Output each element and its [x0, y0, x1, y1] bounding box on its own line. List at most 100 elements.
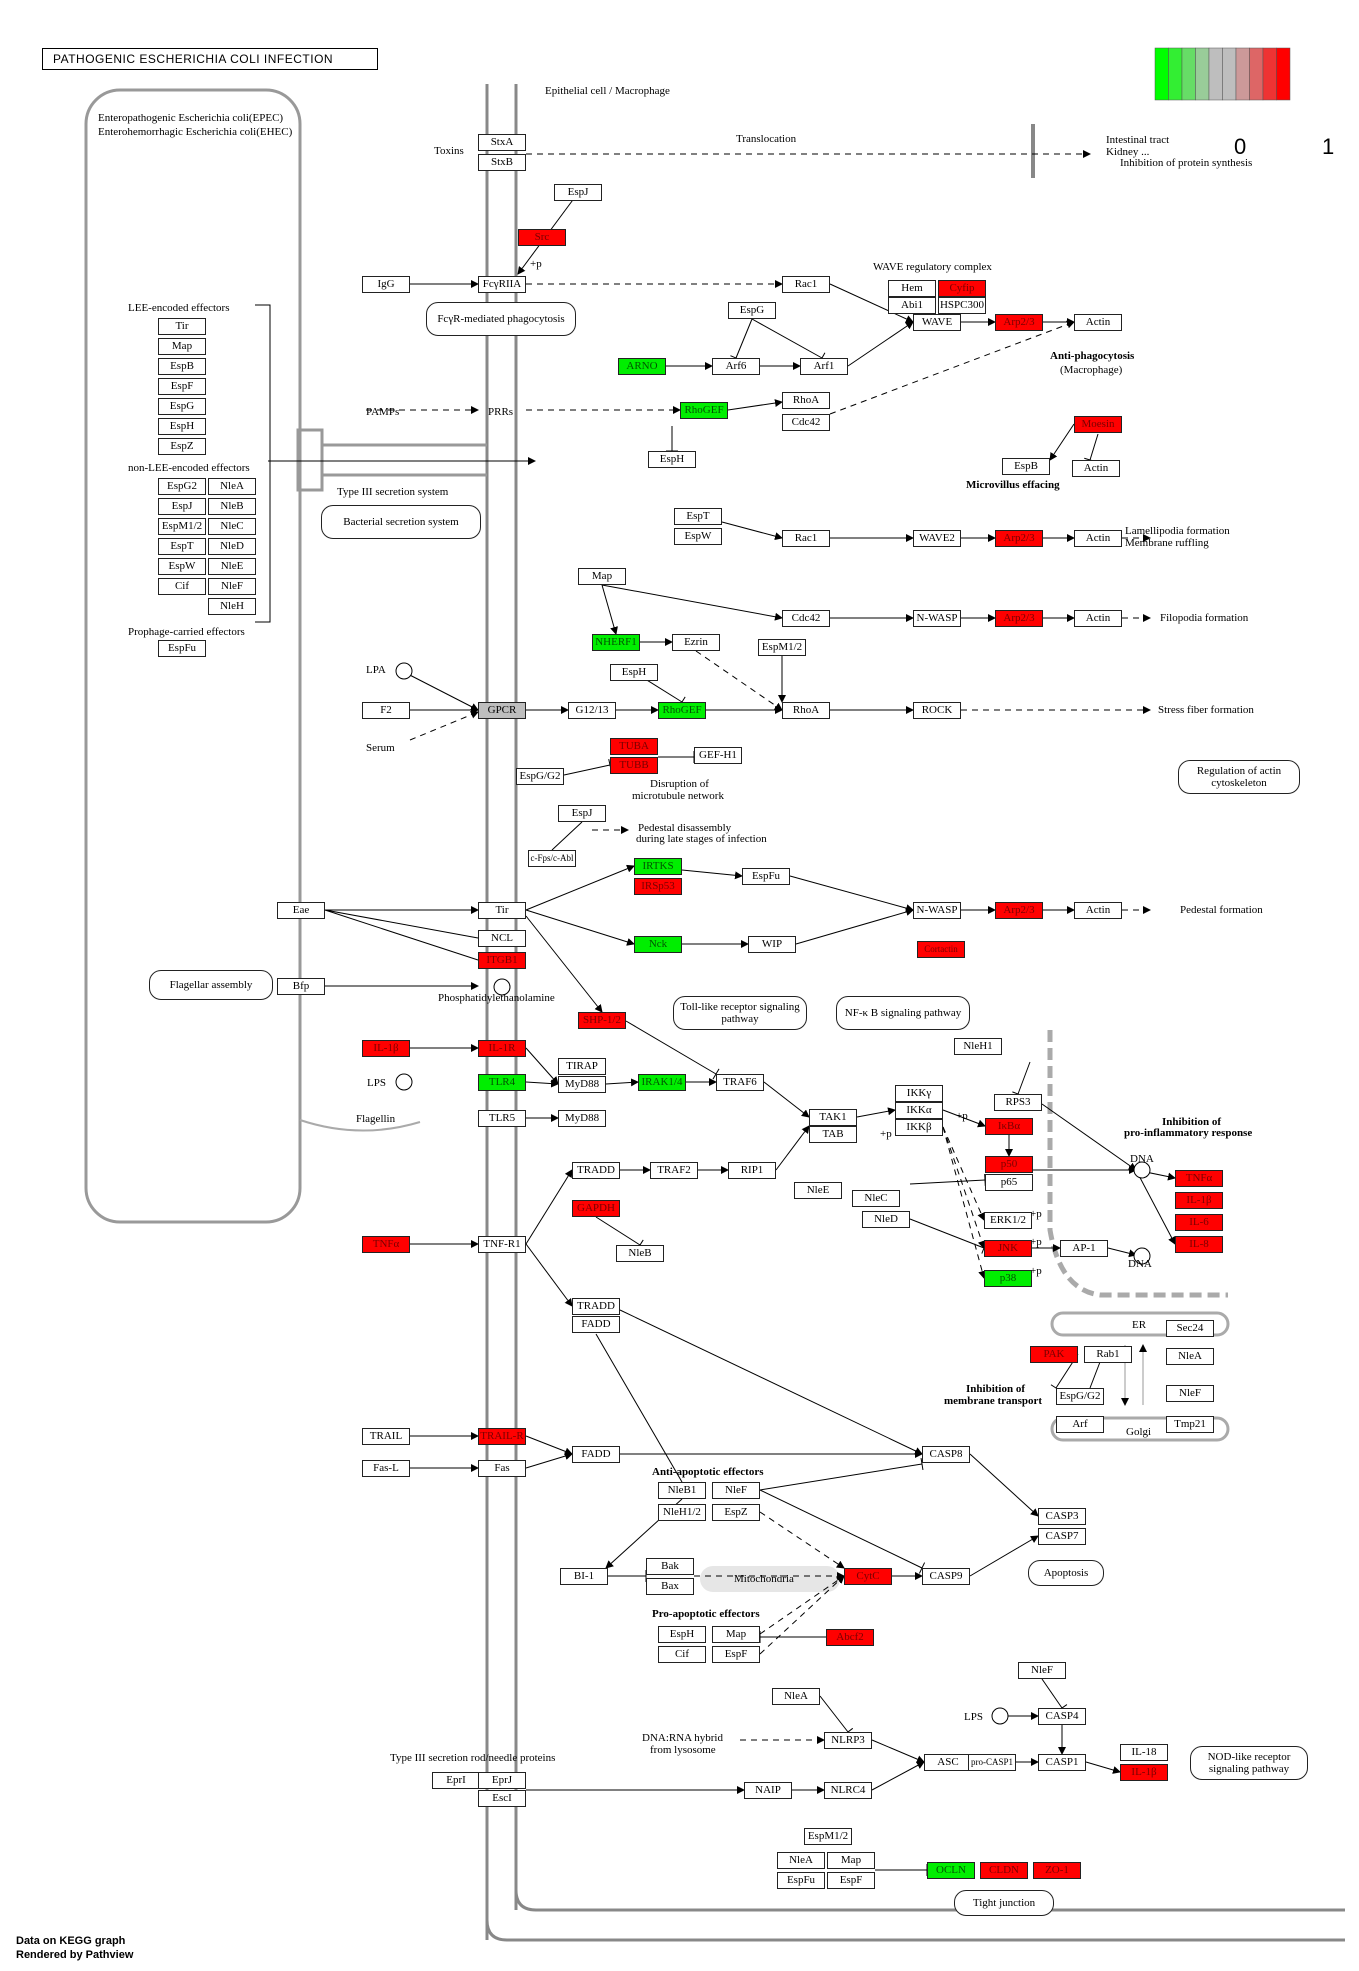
gene-node-espw1[interactable]: EspW	[158, 558, 206, 575]
gene-node-nled1[interactable]: NleD	[208, 538, 256, 555]
gene-node-bfp[interactable]: Bfp	[277, 978, 325, 995]
pathway-link-nod[interactable]: NOD-like receptor signaling pathway	[1190, 1746, 1308, 1780]
gene-node-map1[interactable]: Map	[158, 338, 206, 355]
gene-node-espw2[interactable]: EspW	[674, 528, 722, 545]
gene-node-sec24[interactable]: Sec24	[1166, 1320, 1214, 1337]
gene-node-arp23c[interactable]: Arp2/3	[995, 610, 1043, 627]
gene-node-il1b2[interactable]: IL-1β	[1175, 1192, 1223, 1209]
gene-node-hspc300[interactable]: HSPC300	[938, 297, 986, 314]
gene-node-nled2[interactable]: NleD	[862, 1211, 910, 1228]
gene-node-casp9[interactable]: CASP9	[922, 1568, 970, 1585]
gene-node-igg[interactable]: IgG	[362, 276, 410, 293]
gene-node-casp7[interactable]: CASP7	[1038, 1528, 1086, 1545]
gene-node-nlec1[interactable]: NleC	[208, 518, 256, 535]
gene-node-nlef2[interactable]: NleF	[1166, 1385, 1214, 1402]
gene-node-il1b1[interactable]: IL-1β	[362, 1040, 410, 1057]
gene-node-stxb[interactable]: StxB	[478, 154, 526, 171]
gene-node-fadd2[interactable]: FADD	[572, 1446, 620, 1463]
gene-node-irsp53[interactable]: IRSp53	[634, 878, 682, 895]
gene-node-asc[interactable]: ASC	[924, 1754, 972, 1771]
gene-node-arp23b[interactable]: Arp2/3	[995, 530, 1043, 547]
gene-node-tmp21[interactable]: Tmp21	[1166, 1416, 1214, 1433]
gene-node-fas[interactable]: Fas	[478, 1460, 526, 1477]
gene-node-irtks[interactable]: IRTKS	[634, 858, 682, 875]
gene-node-espfu3[interactable]: EspFu	[777, 1872, 825, 1889]
gene-node-zo1[interactable]: ZO-1	[1033, 1862, 1081, 1879]
gene-node-wip[interactable]: WIP	[748, 936, 796, 953]
gene-node-pak[interactable]: PAK	[1030, 1346, 1078, 1363]
gene-node-cif1[interactable]: Cif	[158, 578, 206, 595]
gene-node-procasp1[interactable]: pro-CASP1	[968, 1754, 1016, 1771]
gene-node-esci[interactable]: EscI	[478, 1790, 526, 1807]
gene-node-nlea2[interactable]: NleA	[1166, 1348, 1214, 1365]
gene-node-cortactin[interactable]: Cortactin	[917, 941, 965, 958]
gene-node-cif2[interactable]: Cif	[658, 1646, 706, 1663]
gene-node-cdc42a[interactable]: Cdc42	[782, 414, 830, 431]
gene-node-tab[interactable]: TAB	[809, 1126, 857, 1143]
gene-node-trailr[interactable]: TRAIL-R	[478, 1428, 526, 1445]
gene-node-abi1[interactable]: Abi1	[888, 297, 936, 314]
gene-node-nlef1[interactable]: NleF	[208, 578, 256, 595]
gene-node-nlef3[interactable]: NleF	[712, 1482, 760, 1499]
pathway-link-nfkb[interactable]: NF-κ B signaling pathway	[836, 996, 970, 1030]
gene-node-rhoa1[interactable]: RhoA	[782, 392, 830, 409]
gene-node-rac1b[interactable]: Rac1	[782, 530, 830, 547]
pathway-link-bact[interactable]: Bacterial secretion system	[321, 505, 481, 539]
gene-node-espb1[interactable]: EspB	[158, 358, 206, 375]
gene-node-il18[interactable]: IL-18	[1120, 1744, 1168, 1761]
gene-node-espj1[interactable]: EspJ	[554, 184, 602, 201]
gene-node-cdc42b[interactable]: Cdc42	[782, 610, 830, 627]
gene-node-tuba[interactable]: TUBA	[610, 738, 658, 755]
gene-node-bax[interactable]: Bax	[646, 1578, 694, 1595]
gene-node-arf1[interactable]: Arf1	[800, 358, 848, 375]
gene-node-nlea3[interactable]: NleA	[772, 1688, 820, 1705]
gene-node-arp23a[interactable]: Arp2/3	[995, 314, 1043, 331]
gene-node-espgg2[interactable]: EspG/G2	[516, 768, 564, 785]
gene-node-gapdh[interactable]: GAPDH	[572, 1200, 620, 1217]
gene-node-nleh1b[interactable]: NleH1	[954, 1038, 1002, 1055]
gene-node-p50[interactable]: p50	[985, 1156, 1033, 1173]
gene-node-ikkg[interactable]: IKKγ	[895, 1085, 943, 1102]
gene-node-actin5[interactable]: Actin	[1074, 902, 1122, 919]
gene-node-ocln[interactable]: OCLN	[927, 1862, 975, 1879]
gene-node-il6[interactable]: IL-6	[1175, 1214, 1223, 1231]
gene-node-casp3[interactable]: CASP3	[1038, 1508, 1086, 1525]
gene-node-bi1[interactable]: BI-1	[560, 1568, 608, 1585]
gene-node-rhogef1[interactable]: RhoGEF	[680, 402, 728, 419]
gene-node-casp1[interactable]: CASP1	[1038, 1754, 1086, 1771]
gene-node-espf2[interactable]: EspF	[712, 1646, 760, 1663]
gene-node-tlr4[interactable]: TLR4	[478, 1074, 526, 1091]
gene-node-nleb1[interactable]: NleB	[208, 498, 256, 515]
gene-node-espgg2b[interactable]: EspG/G2	[1056, 1388, 1104, 1405]
gene-node-nlef4[interactable]: NleF	[1018, 1662, 1066, 1679]
gene-node-nleb1b[interactable]: NleB1	[658, 1482, 706, 1499]
gene-node-nlee2[interactable]: NleE	[794, 1182, 842, 1199]
gene-node-nlea1[interactable]: NleA	[208, 478, 256, 495]
gene-node-tradd1[interactable]: TRADD	[572, 1162, 620, 1179]
gene-node-ezrin[interactable]: Ezrin	[672, 634, 720, 651]
gene-node-ikkb[interactable]: IKKβ	[895, 1119, 943, 1136]
gene-node-map3[interactable]: Map	[712, 1626, 760, 1643]
gene-node-espg2b[interactable]: EspG2	[158, 478, 206, 495]
gene-node-nwasp1[interactable]: N-WASP	[913, 610, 961, 627]
gene-node-ikba[interactable]: IκBα	[985, 1118, 1033, 1135]
gene-node-nlrp3[interactable]: NLRP3	[824, 1732, 872, 1749]
pathway-link-fcyr[interactable]: FcγR-mediated phagocytosis	[426, 302, 576, 336]
gene-node-casp8[interactable]: CASP8	[922, 1446, 970, 1463]
gene-node-nwasp2[interactable]: N-WASP	[913, 902, 961, 919]
gene-node-rab1[interactable]: Rab1	[1084, 1346, 1132, 1363]
gene-node-abcf2[interactable]: Abcf2	[826, 1629, 874, 1646]
gene-node-jnk[interactable]: JNK	[984, 1240, 1032, 1257]
gene-node-myd88a[interactable]: MyD88	[558, 1076, 606, 1093]
gene-node-casp4[interactable]: CASP4	[1038, 1708, 1086, 1725]
gene-node-espf1[interactable]: EspF	[158, 378, 206, 395]
pathway-link-flag[interactable]: Flagellar assembly	[149, 970, 273, 1000]
gene-node-eprj[interactable]: EprJ	[478, 1772, 526, 1789]
gene-node-esph4[interactable]: EspH	[658, 1626, 706, 1643]
gene-node-rhoa2[interactable]: RhoA	[782, 702, 830, 719]
gene-node-espfu1[interactable]: EspFu	[158, 640, 206, 657]
pathway-link-actin[interactable]: Regulation of actin cytoskeleton	[1178, 760, 1300, 794]
gene-node-arno[interactable]: ARNO	[618, 358, 666, 375]
gene-node-myd88b[interactable]: MyD88	[558, 1110, 606, 1127]
gene-node-tradd2[interactable]: TRADD	[572, 1298, 620, 1315]
